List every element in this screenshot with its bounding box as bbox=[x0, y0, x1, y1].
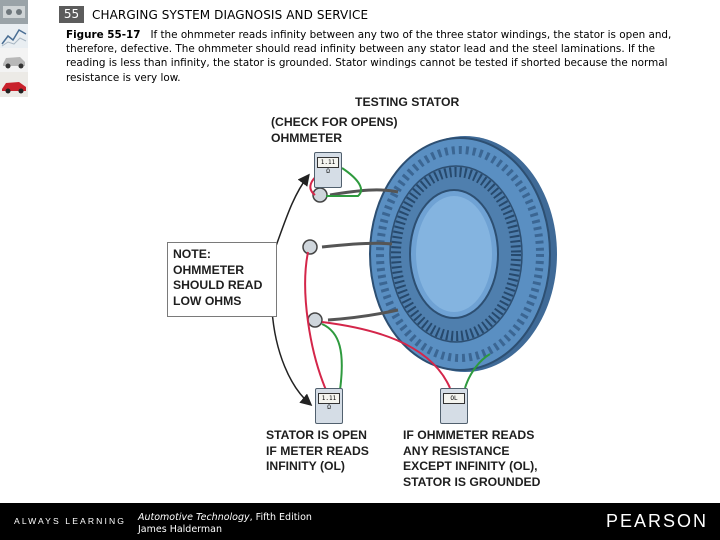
figure-title: TESTING STATOR bbox=[355, 95, 460, 109]
ohmmeter-label: OHMMETER bbox=[271, 131, 343, 145]
chapter-number: 55 bbox=[59, 6, 84, 23]
engine-thumbnail-icon bbox=[0, 0, 28, 24]
publisher-logo: PEARSON bbox=[605, 511, 708, 531]
stator-grounded-caption: IF OHMMETER READS ANY RESISTANCE EXCEPT … bbox=[403, 428, 541, 489]
ohmmeter-bottom-right: OL bbox=[440, 388, 468, 424]
caption-text: If the ohmmeter reads infinity between a… bbox=[66, 29, 672, 84]
book-edition: , Fifth Edition bbox=[249, 512, 312, 523]
stator-open-caption: STATOR IS OPEN IF METER READS INFINITY (… bbox=[266, 428, 369, 473]
figure-subtitle: (CHECK FOR OPENS) bbox=[271, 115, 398, 129]
ohmmeter-top-display: 1.11 Ω bbox=[317, 157, 339, 175]
chapter-title: CHARGING SYSTEM DIAGNOSIS AND SERVICE bbox=[92, 8, 369, 22]
footer-tagline: ALWAYS LEARNING bbox=[14, 516, 127, 526]
stator-icon bbox=[369, 136, 557, 372]
book-info: Automotive Technology, Fifth Edition Jam… bbox=[138, 512, 312, 536]
ohmmeter-top: 1.11 Ω bbox=[314, 152, 342, 188]
ohmmeter-bottom-left: 1.11 Ω bbox=[315, 388, 343, 424]
figure-caption: Figure 55-17 If the ohmmeter reads infin… bbox=[66, 28, 686, 85]
red-car-thumbnail-icon bbox=[0, 72, 28, 97]
stator-testing-figure: TESTING STATOR (CHECK FOR OPENS) OHMMETE… bbox=[160, 92, 580, 497]
book-title: Automotive Technology bbox=[138, 512, 250, 523]
footer-bar: ALWAYS LEARNING Automotive Technology, F… bbox=[0, 503, 720, 540]
car-thumbnail-icon bbox=[0, 48, 28, 72]
book-author: James Halderman bbox=[138, 524, 223, 535]
note-text: NOTE: OHMMETER SHOULD READ LOW OHMS bbox=[173, 247, 263, 308]
note-box: NOTE: OHMMETER SHOULD READ LOW OHMS bbox=[167, 242, 277, 317]
sidebar-thumbnails bbox=[0, 0, 28, 97]
stator-diagram bbox=[271, 136, 557, 406]
ohmmeter-bottom-left-display: 1.11 Ω bbox=[318, 393, 340, 411]
figure-number: Figure 55-17 bbox=[66, 29, 141, 41]
ohmmeter-bottom-right-display: OL bbox=[443, 393, 465, 404]
chart-thumbnail-icon bbox=[0, 24, 28, 48]
